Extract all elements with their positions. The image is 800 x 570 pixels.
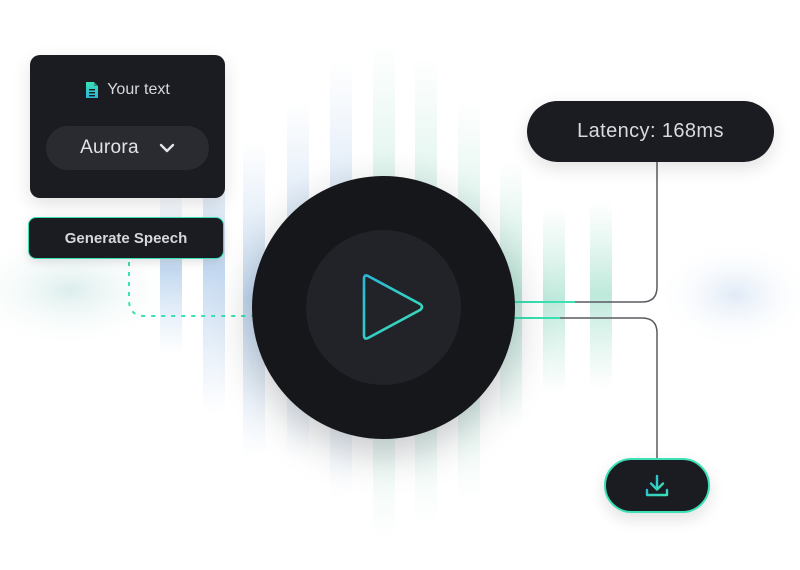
voice-select[interactable]: Aurora [46, 126, 209, 170]
play-icon [362, 274, 424, 340]
chevron-down-icon [159, 143, 175, 153]
voice-select-value: Aurora [80, 137, 139, 158]
download-button[interactable] [604, 458, 710, 513]
wave-bar [543, 205, 565, 395]
card-header: Your text [30, 81, 225, 99]
connector-player-to-download [462, 317, 658, 458]
wave-bar [590, 200, 612, 390]
download-icon [645, 474, 669, 496]
player-disc [252, 176, 515, 439]
wave-bar [160, 185, 182, 355]
play-button[interactable] [306, 230, 461, 385]
connector-player-to-latency [462, 162, 658, 303]
glow-left [0, 230, 180, 350]
glow-right [655, 240, 800, 350]
generate-speech-button[interactable]: Generate Speech [28, 217, 224, 259]
card-title: Your text [107, 81, 170, 98]
text-input-card: Your text Aurora [30, 55, 225, 198]
connector-generate-to-player [128, 262, 310, 317]
latency-badge: Latency: 168ms [527, 101, 774, 162]
latency-text: Latency: 168ms [577, 120, 724, 142]
document-icon [86, 82, 99, 98]
